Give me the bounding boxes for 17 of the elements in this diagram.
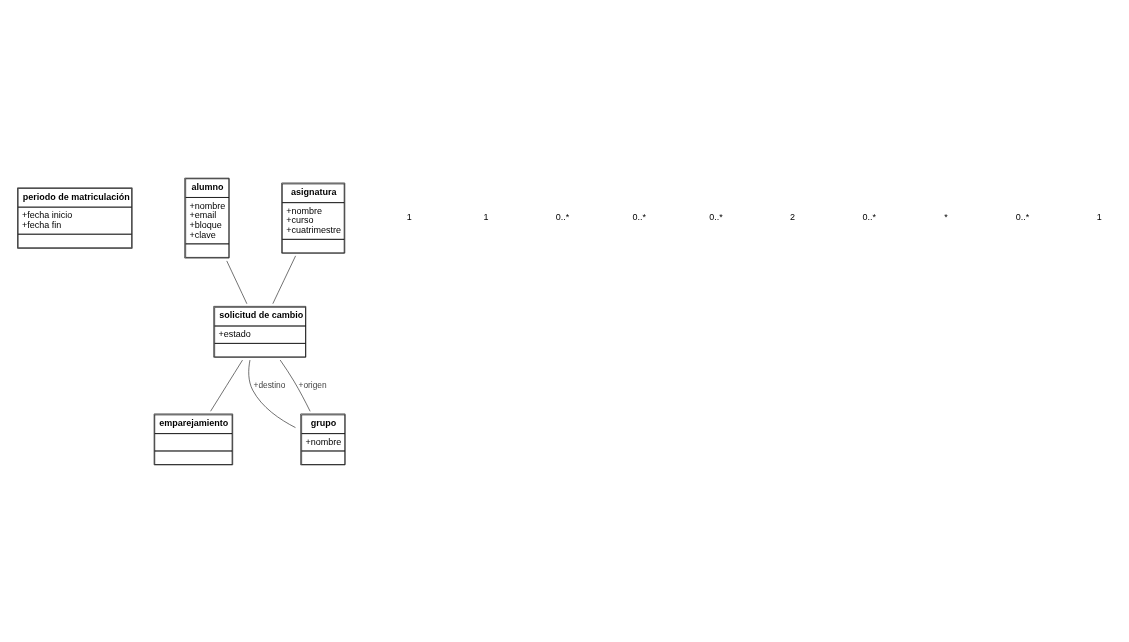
label: 2: [790, 211, 796, 222]
label: 0..*: [709, 211, 723, 222]
label: 1: [483, 211, 489, 222]
label: 0..*: [555, 211, 570, 222]
edge-label: +destino: [253, 379, 286, 390]
connector: [210, 359, 243, 412]
connector: [248, 359, 296, 428]
connector: [226, 260, 248, 304]
label: 0..*: [1015, 211, 1030, 222]
connector: [279, 359, 311, 412]
label: 1: [1096, 211, 1102, 222]
connector: [272, 255, 296, 304]
label: 1: [406, 211, 412, 222]
label: 0..*: [862, 211, 876, 222]
label: *: [944, 211, 948, 222]
edge-label: +origen: [298, 379, 327, 390]
label: 0..*: [632, 211, 646, 222]
